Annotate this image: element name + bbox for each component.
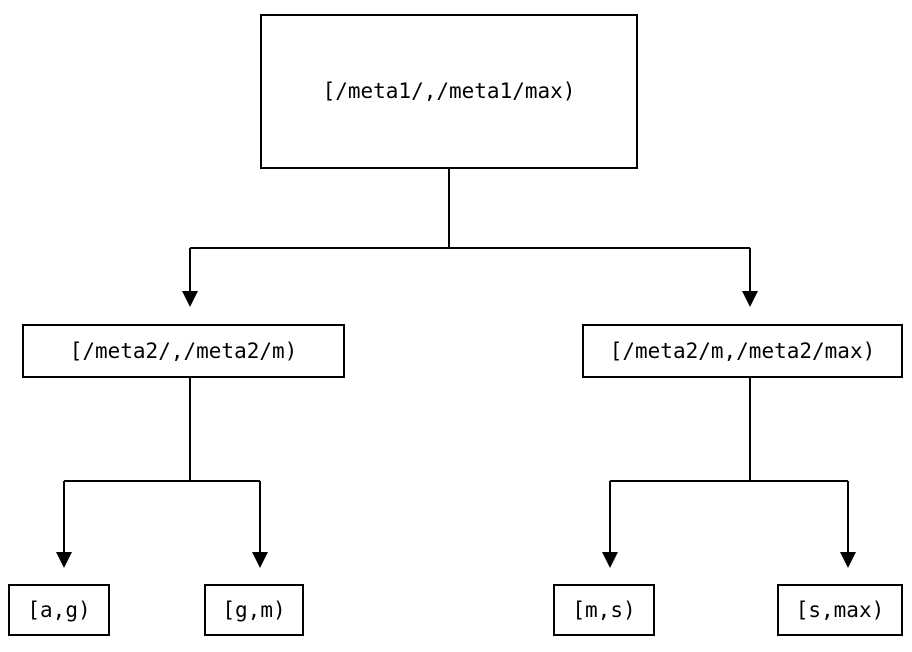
arrowhead-to-right-node xyxy=(742,291,758,307)
node-meta2-lower-label: [/meta2/,/meta2/m) xyxy=(69,338,298,363)
node-leaf-ms: [m,s) xyxy=(553,584,655,636)
arrowhead-to-leaf-smax xyxy=(840,552,856,568)
arrowhead-to-leaf-ms xyxy=(602,552,618,568)
node-leaf-ag: [a,g) xyxy=(8,584,110,636)
node-meta2-lower: [/meta2/,/meta2/m) xyxy=(22,324,345,378)
arrowhead-to-leaf-ag xyxy=(56,552,72,568)
node-root-label: [/meta1/,/meta1/max) xyxy=(322,79,576,103)
node-leaf-ms-label: [m,s) xyxy=(572,597,636,622)
node-leaf-smax: [s,max) xyxy=(777,584,903,636)
arrowhead-to-leaf-gm xyxy=(252,552,268,568)
node-leaf-gm: [g,m) xyxy=(204,584,304,636)
node-root: [/meta1/,/meta1/max) xyxy=(260,14,638,169)
arrowhead-to-left-node xyxy=(182,291,198,307)
node-leaf-smax-label: [s,max) xyxy=(795,597,885,622)
node-meta2-upper-label: [/meta2/m,/meta2/max) xyxy=(609,338,876,363)
node-meta2-upper: [/meta2/m,/meta2/max) xyxy=(582,324,903,378)
node-leaf-gm-label: [g,m) xyxy=(222,597,286,622)
node-leaf-ag-label: [a,g) xyxy=(27,597,91,622)
